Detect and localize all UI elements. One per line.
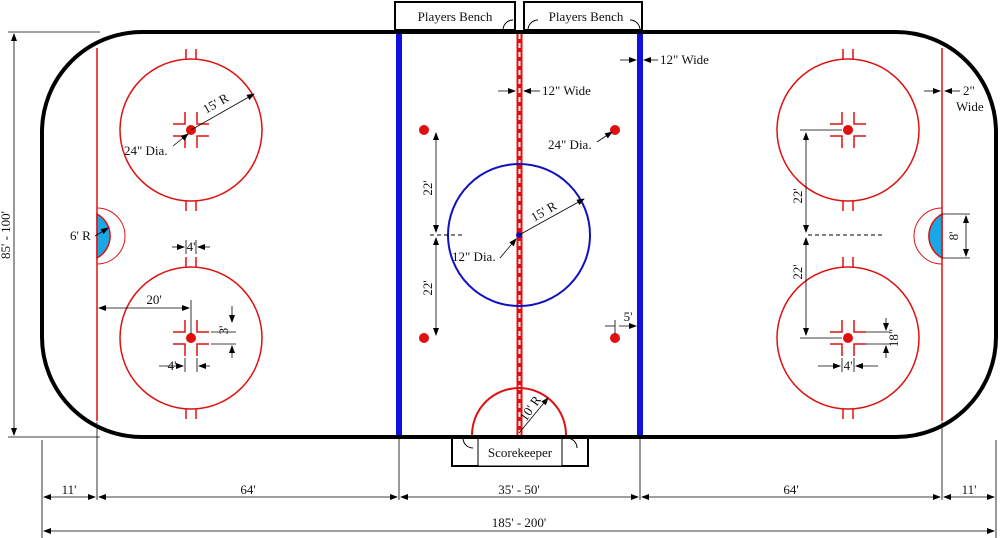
right-offset-bottom-label: 22' [790,264,805,279]
center-dot-dia-label: 12" Dia. [452,249,496,264]
faceoff-circle-bottom-left [119,257,263,419]
right-offset-top-label: 22' [790,188,805,203]
attack-zone-b-label: 64' [783,482,798,497]
length-range-label: 185' - 200' [492,515,547,530]
scorekeeper-box: Scorekeeper [451,437,589,467]
faceoff-circle-top-right [776,49,920,211]
goal-line-width-bottom: Wide [956,99,984,114]
players-bench-left: Players Bench [394,1,516,31]
goal-arc-right [913,207,943,265]
neutral-dot-bottom-left [419,333,429,343]
neutral-dot-top-left [419,125,429,135]
end-zone-a-label: 11' [62,482,77,497]
goal-crease-left [96,212,111,260]
neutral-zone-label: 35' - 50' [498,482,540,497]
goal-line-width-top: 2" [963,83,975,98]
scorekeeper-label: Scorekeeper [488,445,553,460]
hash-height-label: 3' [216,326,231,335]
bottom-dimensions [41,422,997,538]
hash-length-label: 18" [886,329,901,347]
end-zone-b-label: 11' [962,482,977,497]
crease-radius-label: 6' R [70,228,91,243]
neutral-dot-bottom-right [610,333,620,343]
red-line-width-label: 12" Wide [542,83,591,98]
dot-offset-top-label: 22' [420,180,435,195]
referee-crease [471,387,567,436]
dot-to-goal-label: 20' [146,292,161,307]
goal-crease-right [928,212,943,260]
width-range-label: 85' - 100' [0,211,13,259]
right-hash-gap-label: 4' [844,358,853,373]
attack-zone-a-label: 64' [240,482,255,497]
players-bench-right: Players Bench [523,1,643,31]
players-bench-right-label: Players Bench [549,9,624,24]
goal-arc-left [96,207,126,265]
neutral-dot-top-right [610,125,620,135]
dot-offset-bottom-label: 22' [420,280,435,295]
dot-dia-center-label: 24" Dia. [548,137,592,152]
hash-spacing-label: 4' [187,239,196,254]
goal-width-label: 8' [946,232,961,241]
faceoff-circle-bottom-right [776,257,920,419]
width-dimension [8,31,100,438]
hash-gap-label: 4' [168,358,177,373]
blue-line-width-label: 12" Wide [660,52,709,67]
players-bench-left-label: Players Bench [418,9,493,24]
dot-dia-left-label: 24" Dia. [124,143,168,158]
dot-to-blue-label: 5' [624,309,633,324]
